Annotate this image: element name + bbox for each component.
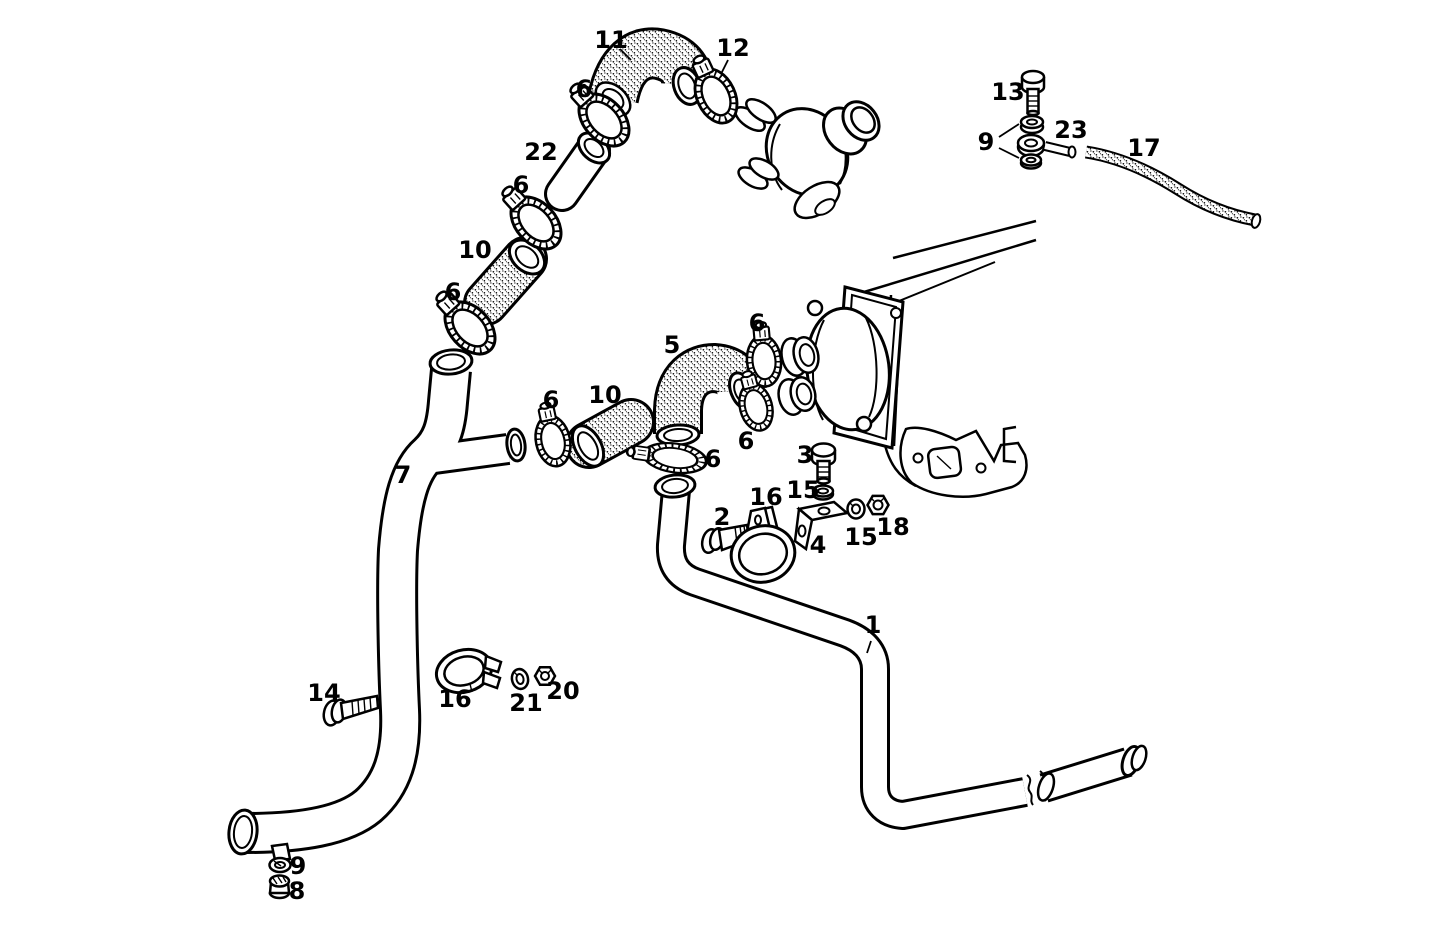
- callout-part-11: 11: [594, 26, 627, 54]
- callout-part-14: 14: [307, 679, 340, 707]
- leader-lines: [619, 48, 1020, 654]
- callout-part-5: 5: [664, 331, 681, 359]
- bolt-3: [810, 442, 837, 485]
- washer-21: [510, 667, 530, 691]
- callout-part-17: 17: [1127, 134, 1160, 162]
- nut-18: [866, 494, 890, 516]
- callout-part-16: 16: [438, 685, 471, 713]
- callout-part-6: 6: [749, 309, 766, 337]
- callouts: 11 12 6 22 6 10 6 13 9 23 17 6 5 6 10 6 …: [289, 26, 1161, 905]
- callout-part-15: 15: [844, 523, 877, 551]
- hose-17: [1084, 145, 1262, 229]
- callout-part-13: 13: [991, 78, 1024, 106]
- callout-part-8: 8: [289, 877, 306, 905]
- angle-bracket-4: [793, 500, 850, 552]
- pipe-clamp-16-upper: [729, 505, 797, 584]
- callout-part-12: 12: [716, 34, 749, 62]
- callout-part-21: 21: [509, 689, 542, 717]
- leader-line: [720, 59, 729, 75]
- washer-9-lower: [1019, 153, 1043, 170]
- leader-line: [619, 48, 632, 61]
- leader-line: [998, 147, 1020, 159]
- callout-part-22: 22: [524, 138, 557, 166]
- callout-part-4: 4: [810, 531, 827, 559]
- callout-part-18: 18: [876, 513, 909, 541]
- water-pipe-7: [227, 348, 527, 862]
- pipe-break-mark: [1026, 774, 1034, 806]
- pipe-clamp-16-lower: [434, 647, 503, 695]
- leader-line: [998, 123, 1020, 138]
- callout-part-9: 9: [290, 852, 307, 880]
- callout-part-1: 1: [865, 611, 882, 639]
- insulated-sleeve-10-middle: [565, 398, 655, 469]
- callout-part-20: 20: [546, 677, 579, 705]
- callout-part-10: 10: [588, 381, 621, 409]
- leader-line: [866, 640, 872, 654]
- bolt-2: [700, 523, 751, 555]
- washer-9-bottom: [268, 856, 292, 874]
- water-pipe-1: [653, 473, 1148, 830]
- water-pump: [777, 285, 905, 450]
- callout-part-9: 9: [978, 128, 995, 156]
- insulated-elbow-hose-5: [653, 343, 767, 447]
- bolt-13: [1020, 69, 1046, 117]
- callout-part-6: 6: [513, 171, 530, 199]
- washer-9-upper: [1019, 114, 1045, 135]
- callout-part-6: 6: [738, 427, 755, 455]
- callout-part-6: 6: [543, 386, 560, 414]
- thermostat-housing: [734, 98, 881, 220]
- callout-part-6: 6: [445, 278, 462, 306]
- callout-part-7: 7: [395, 461, 412, 489]
- pipe7-drain-stub: [270, 842, 292, 862]
- callout-part-6: 6: [705, 445, 722, 473]
- callout-part-15: 15: [786, 476, 819, 504]
- callout-part-3: 3: [797, 441, 814, 469]
- callout-part-6: 6: [576, 75, 593, 103]
- union-fitting-23: [1016, 133, 1077, 159]
- callout-part-10: 10: [458, 236, 491, 264]
- washer-15-lower: [846, 498, 866, 520]
- nut-20: [533, 666, 557, 686]
- screw-plug-8: [268, 874, 291, 900]
- bolt-14: [322, 694, 380, 727]
- callout-part-16: 16: [749, 483, 782, 511]
- callout-part-23: 23: [1054, 116, 1087, 144]
- washer-15-upper: [811, 484, 835, 501]
- callout-part-2: 2: [714, 503, 731, 531]
